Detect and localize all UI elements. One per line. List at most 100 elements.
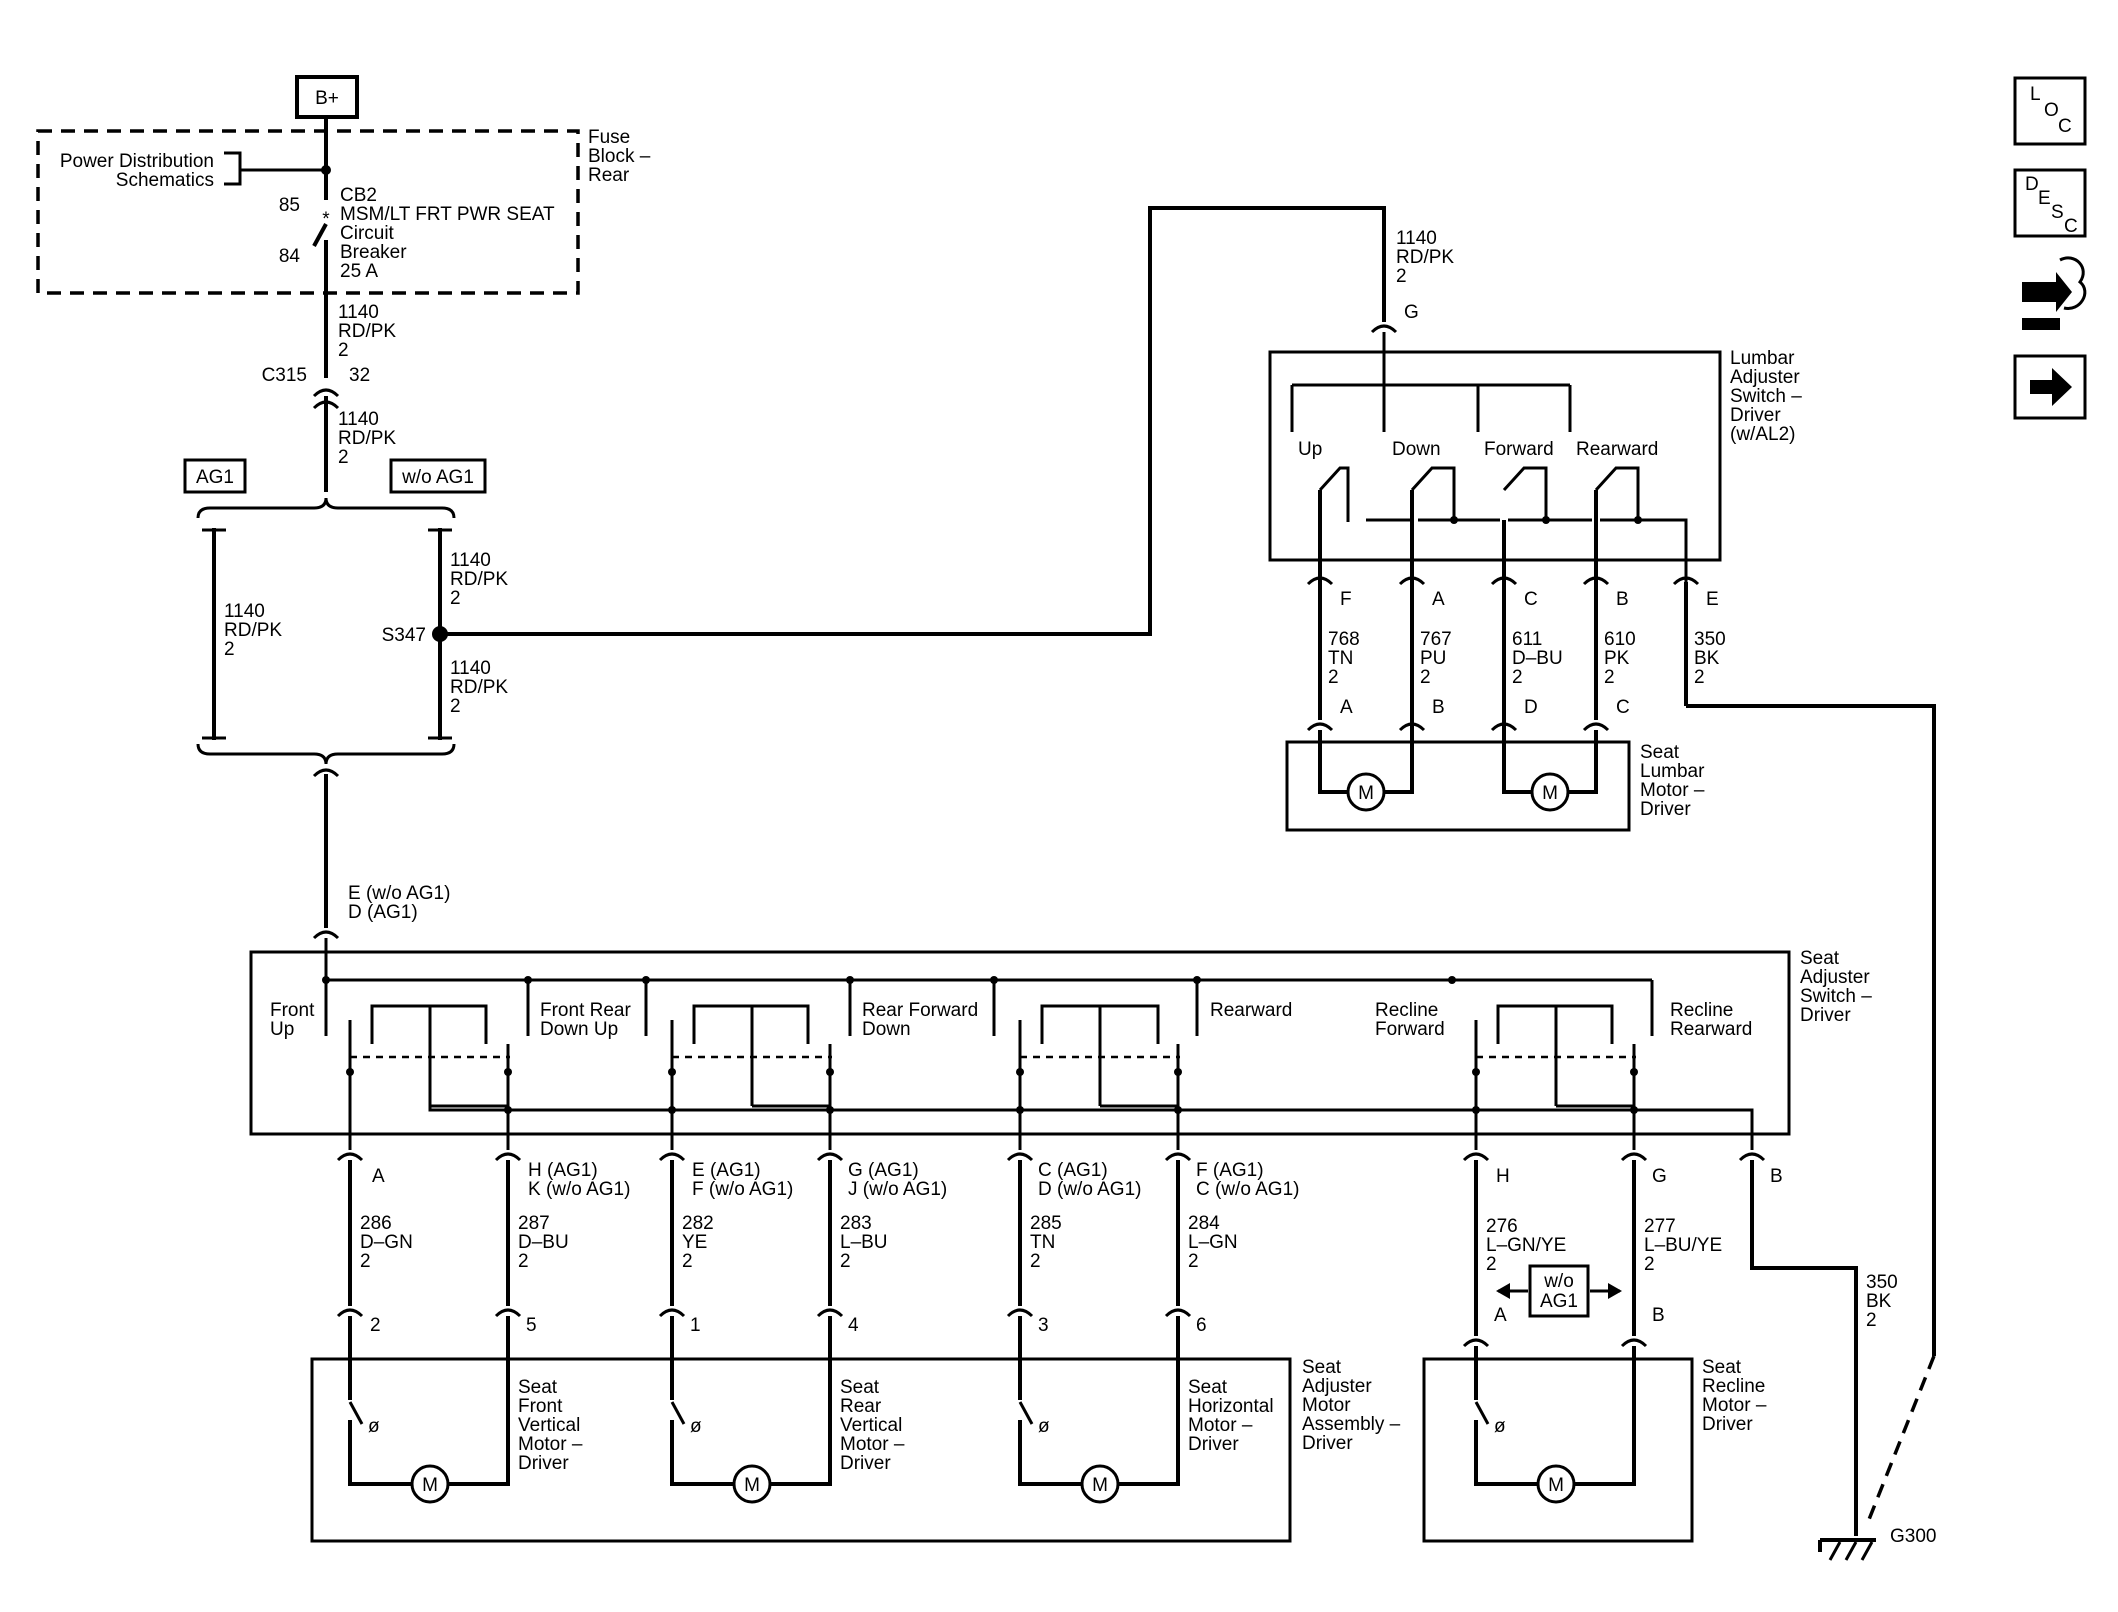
svg-text:Down: Down xyxy=(1392,439,1441,460)
svg-text:K (w/o AG1): K (w/o AG1) xyxy=(528,1179,630,1200)
connector-lumbar-g: G xyxy=(1370,302,1419,334)
svg-text:A: A xyxy=(1494,1305,1507,1326)
svg-text:2: 2 xyxy=(1694,667,1705,688)
svg-text:L–GN/YE: L–GN/YE xyxy=(1486,1235,1566,1256)
svg-text:Driver: Driver xyxy=(1188,1434,1239,1455)
svg-text:E: E xyxy=(1706,589,1719,610)
svg-text:1140: 1140 xyxy=(224,601,265,622)
svg-text:Down: Down xyxy=(862,1019,911,1040)
svg-text:Seat: Seat xyxy=(1188,1377,1228,1398)
svg-text:2: 2 xyxy=(338,340,349,361)
svg-text:283: 283 xyxy=(840,1213,872,1234)
svg-text:M: M xyxy=(1092,1475,1108,1496)
svg-text:RD/PK: RD/PK xyxy=(338,321,396,342)
svg-text:M: M xyxy=(1542,783,1558,804)
svg-text:Front Rear: Front Rear xyxy=(540,1000,631,1021)
svg-text:C (AG1): C (AG1) xyxy=(1038,1160,1108,1181)
svg-text:RD/PK: RD/PK xyxy=(450,677,508,698)
option-brace-bottom xyxy=(196,743,456,765)
svg-text:G300: G300 xyxy=(1890,1526,1936,1547)
connector-icon[interactable] xyxy=(2022,256,2087,330)
svg-text:2: 2 xyxy=(450,696,461,717)
svg-text:Forward: Forward xyxy=(1484,439,1554,460)
svg-text:RD/PK: RD/PK xyxy=(450,569,508,590)
svg-text:(w/AL2): (w/AL2) xyxy=(1730,424,1795,445)
seat-switch-input-pin: E (w/o AG1) D (AG1) xyxy=(312,883,450,940)
lumbar-contacts xyxy=(1318,466,1640,522)
svg-text:G (AG1): G (AG1) xyxy=(848,1160,919,1181)
seat-wire-labels: 286 D–GN 2 287 D–BU 2 282 YE 2 283 L–BU … xyxy=(360,1213,1898,1331)
svg-text:AG1: AG1 xyxy=(1540,1291,1578,1312)
rear-vertical-motor: ø M Seat Rear Vertical Motor – Driver xyxy=(670,1316,905,1504)
svg-text:277: 277 xyxy=(1644,1216,1676,1237)
svg-text:Rearward: Rearward xyxy=(1670,1019,1752,1040)
arrow-right-icon[interactable] xyxy=(2013,354,2087,420)
svg-text:2: 2 xyxy=(1420,667,1431,688)
svg-text:E: E xyxy=(2038,188,2051,209)
loc-button[interactable]: L O C xyxy=(2013,76,2087,146)
svg-text:G: G xyxy=(1404,302,1419,323)
switch-group-recline xyxy=(1474,1004,1636,1150)
svg-text:Driver: Driver xyxy=(840,1453,891,1474)
svg-text:2: 2 xyxy=(360,1251,371,1272)
svg-text:BK: BK xyxy=(1866,1291,1892,1312)
svg-text:2: 2 xyxy=(450,588,461,609)
seat-switch-positions: Front Up Front Rear Down Up Rear Forward… xyxy=(270,1000,1752,1040)
circuit-breaker-label: CB2 MSM/LT FRT PWR SEAT Circuit Breaker … xyxy=(340,185,555,282)
svg-text:84: 84 xyxy=(279,246,301,267)
svg-text:B: B xyxy=(1770,1166,1783,1187)
svg-text:M: M xyxy=(1358,783,1374,804)
svg-text:B: B xyxy=(1432,697,1445,718)
svg-text:Driver: Driver xyxy=(1302,1433,1353,1454)
front-vertical-motor: ø M Seat Front Vertical Motor – Driver xyxy=(348,1316,583,1504)
svg-text:2: 2 xyxy=(682,1251,693,1272)
svg-text:M: M xyxy=(744,1475,760,1496)
svg-text:Up: Up xyxy=(1298,439,1322,460)
svg-text:2: 2 xyxy=(518,1251,529,1272)
wire-1140-ag1-path: 1140 RD/PK 2 xyxy=(224,601,282,660)
svg-text:2: 2 xyxy=(1866,1310,1877,1331)
svg-text:Adjuster: Adjuster xyxy=(1800,967,1870,988)
seat-wires xyxy=(348,1160,1858,1536)
svg-text:Seat: Seat xyxy=(1640,742,1680,763)
svg-text:L–BU: L–BU xyxy=(840,1232,888,1253)
lumbar-switch-positions: Up Down Forward Rearward xyxy=(1298,439,1658,460)
svg-text:Fuse: Fuse xyxy=(588,127,630,148)
svg-text:Horizontal: Horizontal xyxy=(1188,1396,1274,1417)
lumbar-wire-labels: 768 TN 2 767 PU 2 611 D–BU 2 610 PK 2 35… xyxy=(1328,629,1726,688)
svg-text:Seat: Seat xyxy=(1800,948,1840,969)
svg-text:Seat: Seat xyxy=(1702,1357,1742,1378)
svg-text:w/o AG1: w/o AG1 xyxy=(401,467,474,488)
svg-text:*: * xyxy=(322,209,330,230)
svg-text:2: 2 xyxy=(1030,1251,1041,1272)
svg-text:Recline: Recline xyxy=(1702,1376,1765,1397)
option-brace-top xyxy=(196,497,456,519)
wire-1140-lumbar-label: 1140 RD/PK 2 xyxy=(1396,228,1454,287)
svg-text:286: 286 xyxy=(360,1213,392,1234)
svg-text:J (w/o AG1): J (w/o AG1) xyxy=(848,1179,947,1200)
svg-text:ø: ø xyxy=(690,1416,702,1437)
svg-text:610: 610 xyxy=(1604,629,1636,650)
motor-assembly-box xyxy=(310,1357,1292,1543)
svg-text:C: C xyxy=(1524,589,1538,610)
svg-text:Schematics: Schematics xyxy=(116,170,214,191)
svg-text:32: 32 xyxy=(349,365,370,386)
desc-button[interactable]: D E S C xyxy=(2013,168,2087,238)
svg-text:2: 2 xyxy=(224,639,235,660)
wire-350-lumbar-ground xyxy=(1686,704,1936,1356)
svg-text:Power Distribution: Power Distribution xyxy=(60,151,214,172)
svg-text:2: 2 xyxy=(1486,1254,1497,1275)
svg-text:YE: YE xyxy=(682,1232,707,1253)
svg-text:Recline: Recline xyxy=(1670,1000,1733,1021)
svg-text:D–BU: D–BU xyxy=(518,1232,569,1253)
svg-text:1140: 1140 xyxy=(338,302,379,323)
svg-text:1140: 1140 xyxy=(1396,228,1437,249)
svg-text:B: B xyxy=(1652,1305,1665,1326)
svg-text:768: 768 xyxy=(1328,629,1360,650)
svg-text:25 A: 25 A xyxy=(340,261,378,282)
svg-text:Lumbar: Lumbar xyxy=(1730,348,1795,369)
lumbar-motor-2: M xyxy=(1530,772,1570,812)
svg-text:Front: Front xyxy=(518,1396,563,1417)
svg-text:285: 285 xyxy=(1030,1213,1062,1234)
